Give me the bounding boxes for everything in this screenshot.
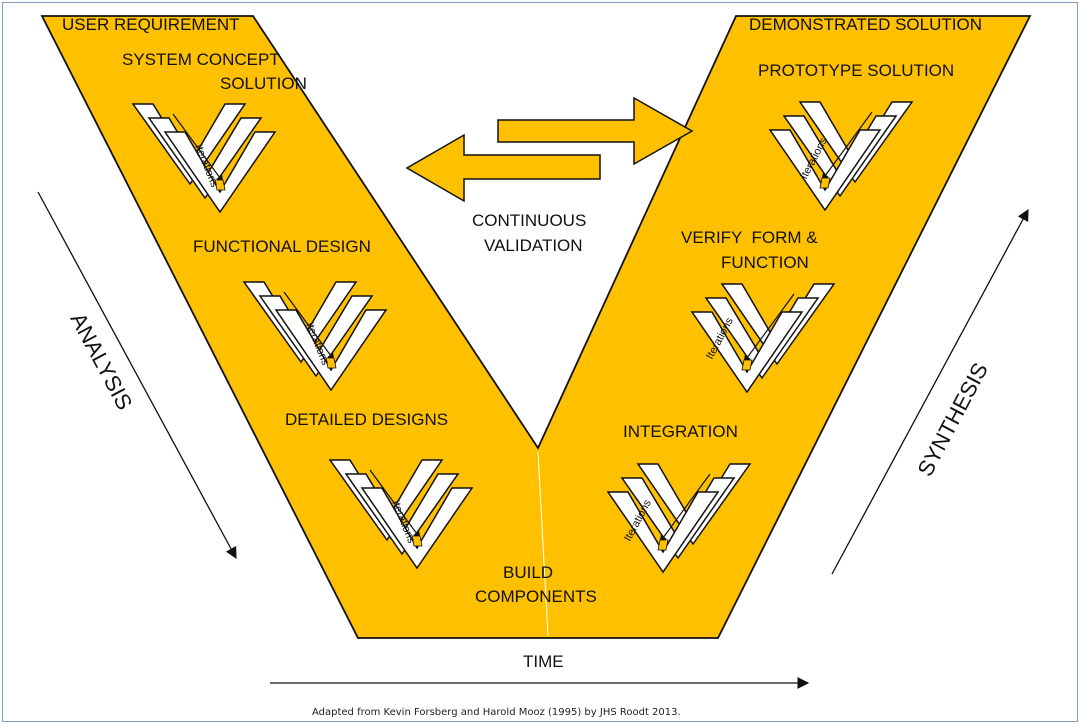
phase-system-concept: SYSTEM CONCEPT xyxy=(122,50,280,69)
phase-components: COMPONENTS xyxy=(475,587,597,606)
v-shape xyxy=(40,15,1032,639)
phase-detailed-designs: DETAILED DESIGNS xyxy=(285,410,448,429)
phase-build: BUILD xyxy=(503,563,553,582)
phase-integration: INTEGRATION xyxy=(623,422,738,441)
validation-arrow-right xyxy=(497,96,694,166)
credit-text: Adapted from Kevin Forsberg and Harold M… xyxy=(312,707,681,718)
phase-verify-form: VERIFY FORM & xyxy=(681,228,818,247)
phase-functional-design: FUNCTIONAL DESIGN xyxy=(193,237,371,256)
analysis-label: ANALYSIS xyxy=(66,309,138,414)
phase-prototype-solution: PROTOTYPE SOLUTION xyxy=(758,61,954,80)
header-right: DEMONSTRATED SOLUTION xyxy=(749,15,982,34)
synthesis-label: SYNTHESIS xyxy=(912,359,993,481)
phase-function: FUNCTION xyxy=(721,253,809,272)
time-label: TIME xyxy=(523,652,564,671)
header-left: USER REQUIREMENT xyxy=(62,15,240,34)
v-seam xyxy=(537,451,549,637)
analysis-arrow xyxy=(37,191,237,560)
center-validation: VALIDATION xyxy=(484,236,583,255)
center-continuous: CONTINUOUS xyxy=(472,211,586,230)
phase-solution: SOLUTION xyxy=(220,74,307,93)
synthesis-arrow xyxy=(831,208,1029,575)
validation-arrow-left xyxy=(405,133,601,203)
